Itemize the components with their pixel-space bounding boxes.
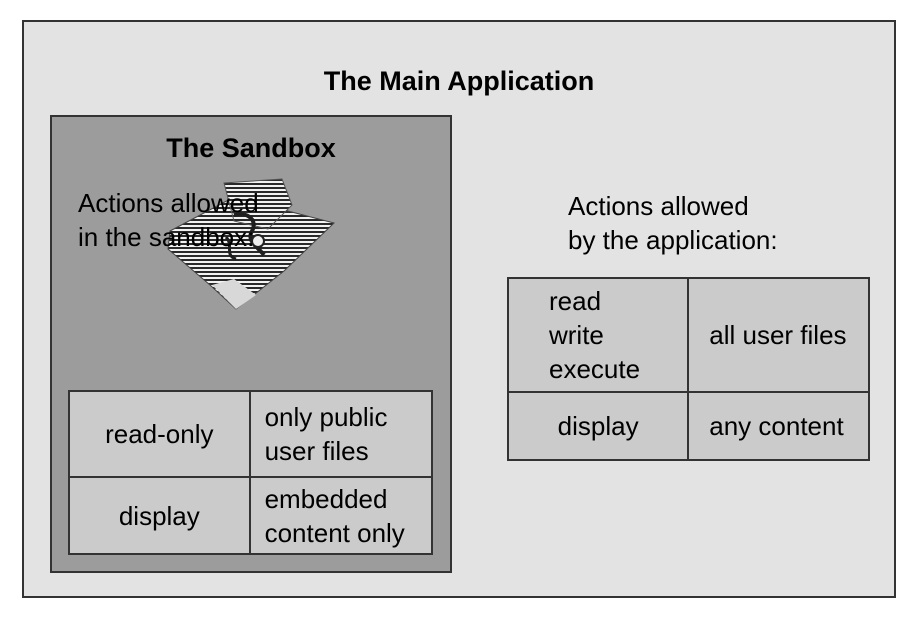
sandbox-caption: Actions allowed in the sandbox: [78,186,259,254]
main-application-title: The Main Application [323,66,595,96]
application-actions-table: read write execute all user files displa… [506,277,870,461]
sandbox-title: The Sandbox [166,133,336,163]
application-caption: Actions allowed by the application: [568,189,778,257]
table-cell-scope: only public user files [248,390,434,478]
sandbox-caption-line2: in the sandbox: [78,222,255,252]
table-row: read write execute all user files [506,277,870,393]
cell-text: read [549,286,602,316]
table-cell-action: read write execute [506,277,690,393]
cell-text: only public [264,402,388,432]
table-cell-scope: any content [687,391,870,461]
cell-text: write [549,320,604,350]
table-row: read-only only public user files [68,390,434,478]
cell-text: execute [549,354,641,384]
cell-text: all user files [709,320,847,350]
table-cell-action: display [68,476,251,555]
cell-text: content only [264,517,405,548]
table-row: display any content [506,391,870,461]
sandbox-icon [167,178,335,310]
table-row: display embedded content only [68,476,434,555]
cell-text: display [118,500,200,531]
table-cell-action: display [506,391,690,461]
cell-text: any content [709,411,844,441]
cell-text: user files [264,436,369,466]
application-caption-line1: Actions allowed [568,191,749,221]
application-caption-line2: by the application: [568,225,778,255]
sandbox-actions-table: read-only only public user files display… [68,390,434,555]
table-cell-scope: all user files [687,277,870,393]
table-cell-scope: embedded content only [248,476,434,555]
cell-text: display [557,411,639,441]
sandbox-caption-line1: Actions allowed [78,188,259,218]
table-cell-action: read-only [68,390,251,478]
cell-text: embedded [264,483,388,514]
cell-text: read-only [105,419,214,449]
